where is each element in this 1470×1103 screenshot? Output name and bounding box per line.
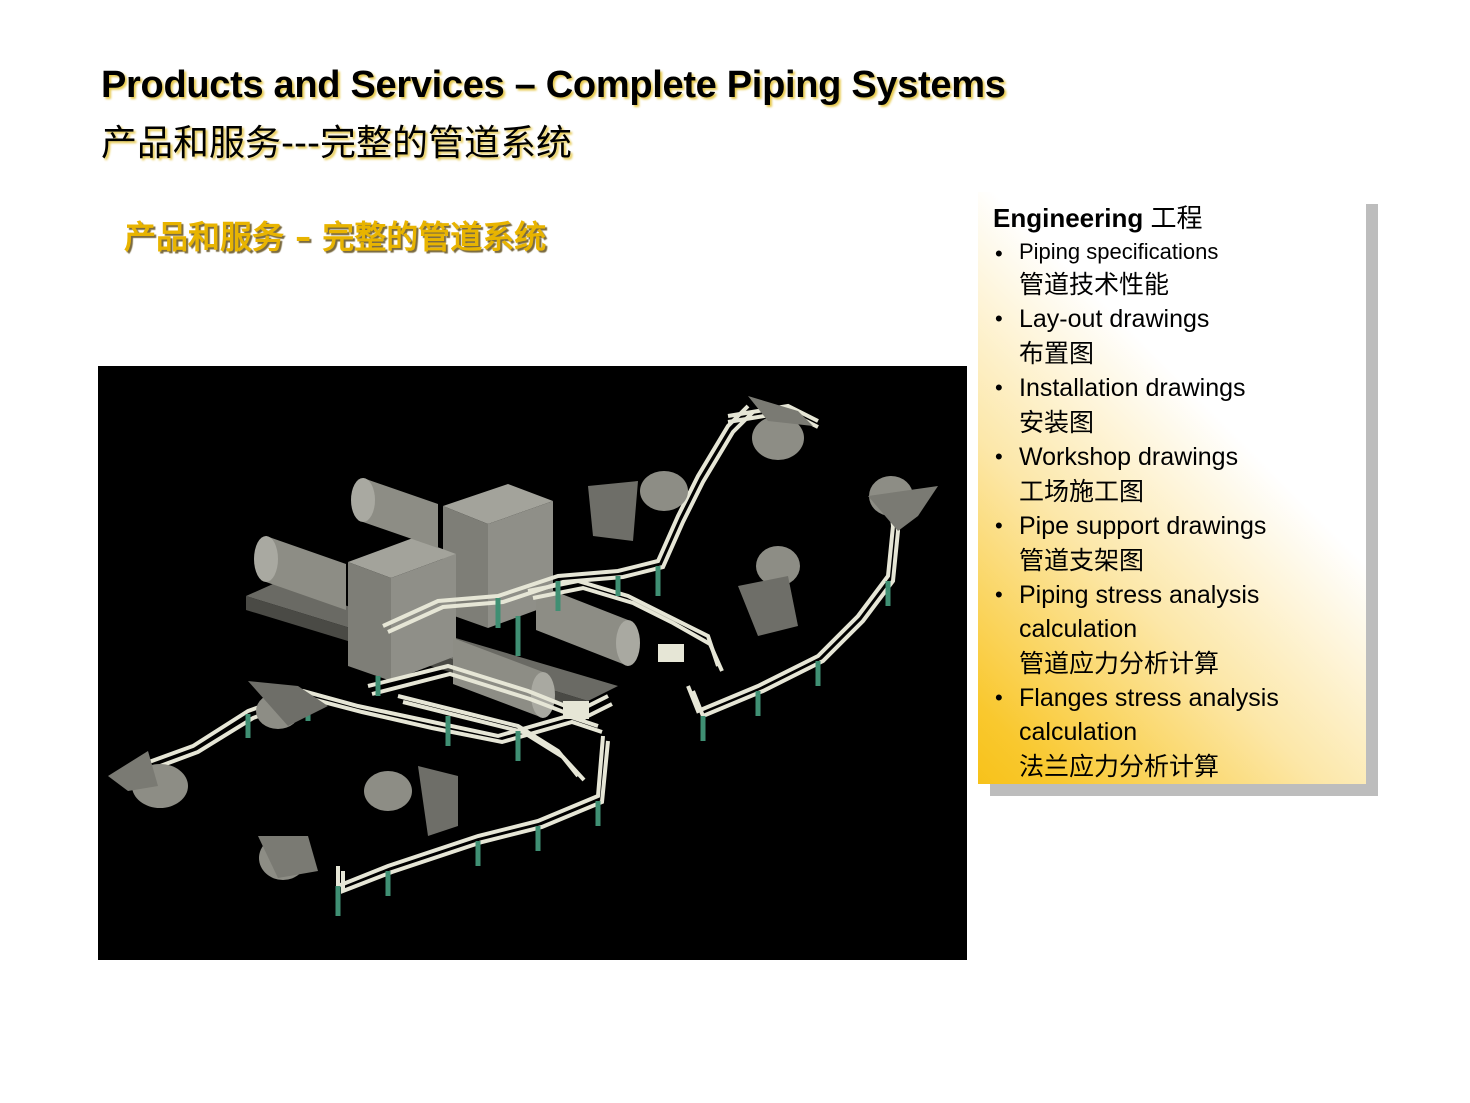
list-item: • Installation drawings 安装图: [993, 371, 1366, 440]
panel-heading-en: Engineering: [993, 203, 1144, 233]
engineering-panel: Engineering 工程 • Piping specifications 管…: [978, 192, 1366, 784]
list-item: • Flanges stress analysis calculation 法兰…: [993, 681, 1366, 784]
list-item: • Piping stress analysis calculation 管道应…: [993, 578, 1366, 681]
bullet-icon: •: [995, 444, 1003, 469]
piping-system-3d-render: [98, 366, 967, 960]
list-item-cn: 工场施工图: [1019, 477, 1145, 506]
list-item-cn: 布置图: [1019, 339, 1095, 368]
list-item-en: Flanges stress analysis: [1019, 684, 1279, 712]
pipe-supports: [245, 566, 891, 916]
slide-subtitle-cn: 产品和服务 – 完整的管道系统: [124, 218, 547, 256]
list-item: • Pipe support drawings 管道支架图: [993, 509, 1366, 578]
engineering-list: • Piping specifications 管道技术性能 • Lay-out…: [993, 237, 1366, 784]
list-item: • Piping specifications 管道技术性能: [993, 237, 1366, 302]
list-item-en: Workshop drawings: [1019, 443, 1239, 471]
list-item-en-continued: calculation: [1019, 718, 1138, 746]
slide-title-en: Products and Services – Complete Piping …: [101, 64, 1006, 106]
tank-cylinder-2: [254, 536, 346, 610]
piping-render-image: [98, 366, 967, 960]
list-item-en: Pipe support drawings: [1019, 512, 1267, 540]
list-item-cn: 管道技术性能: [1019, 270, 1170, 299]
pump-units: [108, 396, 938, 880]
bullet-icon: •: [995, 306, 1003, 331]
list-item-en: Piping stress analysis: [1019, 581, 1260, 609]
list-item-cn: 管道应力分析计算: [1019, 649, 1220, 678]
bullet-icon: •: [995, 582, 1003, 607]
list-item-cn: 法兰应力分析计算: [1019, 752, 1220, 781]
bullet-icon: •: [995, 375, 1003, 400]
bullet-icon: •: [995, 241, 1003, 266]
list-item-en-continued: calculation: [1019, 615, 1138, 643]
list-item: • Workshop drawings 工场施工图: [993, 440, 1366, 509]
list-item-en: Installation drawings: [1019, 374, 1246, 402]
list-item-en: Piping specifications: [1019, 239, 1219, 264]
list-item-en: Lay-out drawings: [1019, 305, 1210, 333]
panel-heading-cn: 工程: [1150, 204, 1203, 234]
list-item-cn: 管道支架图: [1019, 546, 1145, 575]
pipe-network: [137, 403, 901, 894]
slide-title-cn: 产品和服务---完整的管道系统: [101, 123, 572, 164]
manifold-block: [658, 644, 684, 662]
manifold-block: [563, 701, 589, 719]
list-item-cn: 安装图: [1019, 408, 1095, 437]
list-item: • Lay-out drawings 布置图: [993, 302, 1366, 371]
bullet-icon: •: [995, 685, 1003, 710]
bullet-icon: •: [995, 513, 1003, 538]
tank-cylinder-1: [351, 478, 438, 548]
panel-heading: Engineering 工程: [993, 200, 1366, 237]
